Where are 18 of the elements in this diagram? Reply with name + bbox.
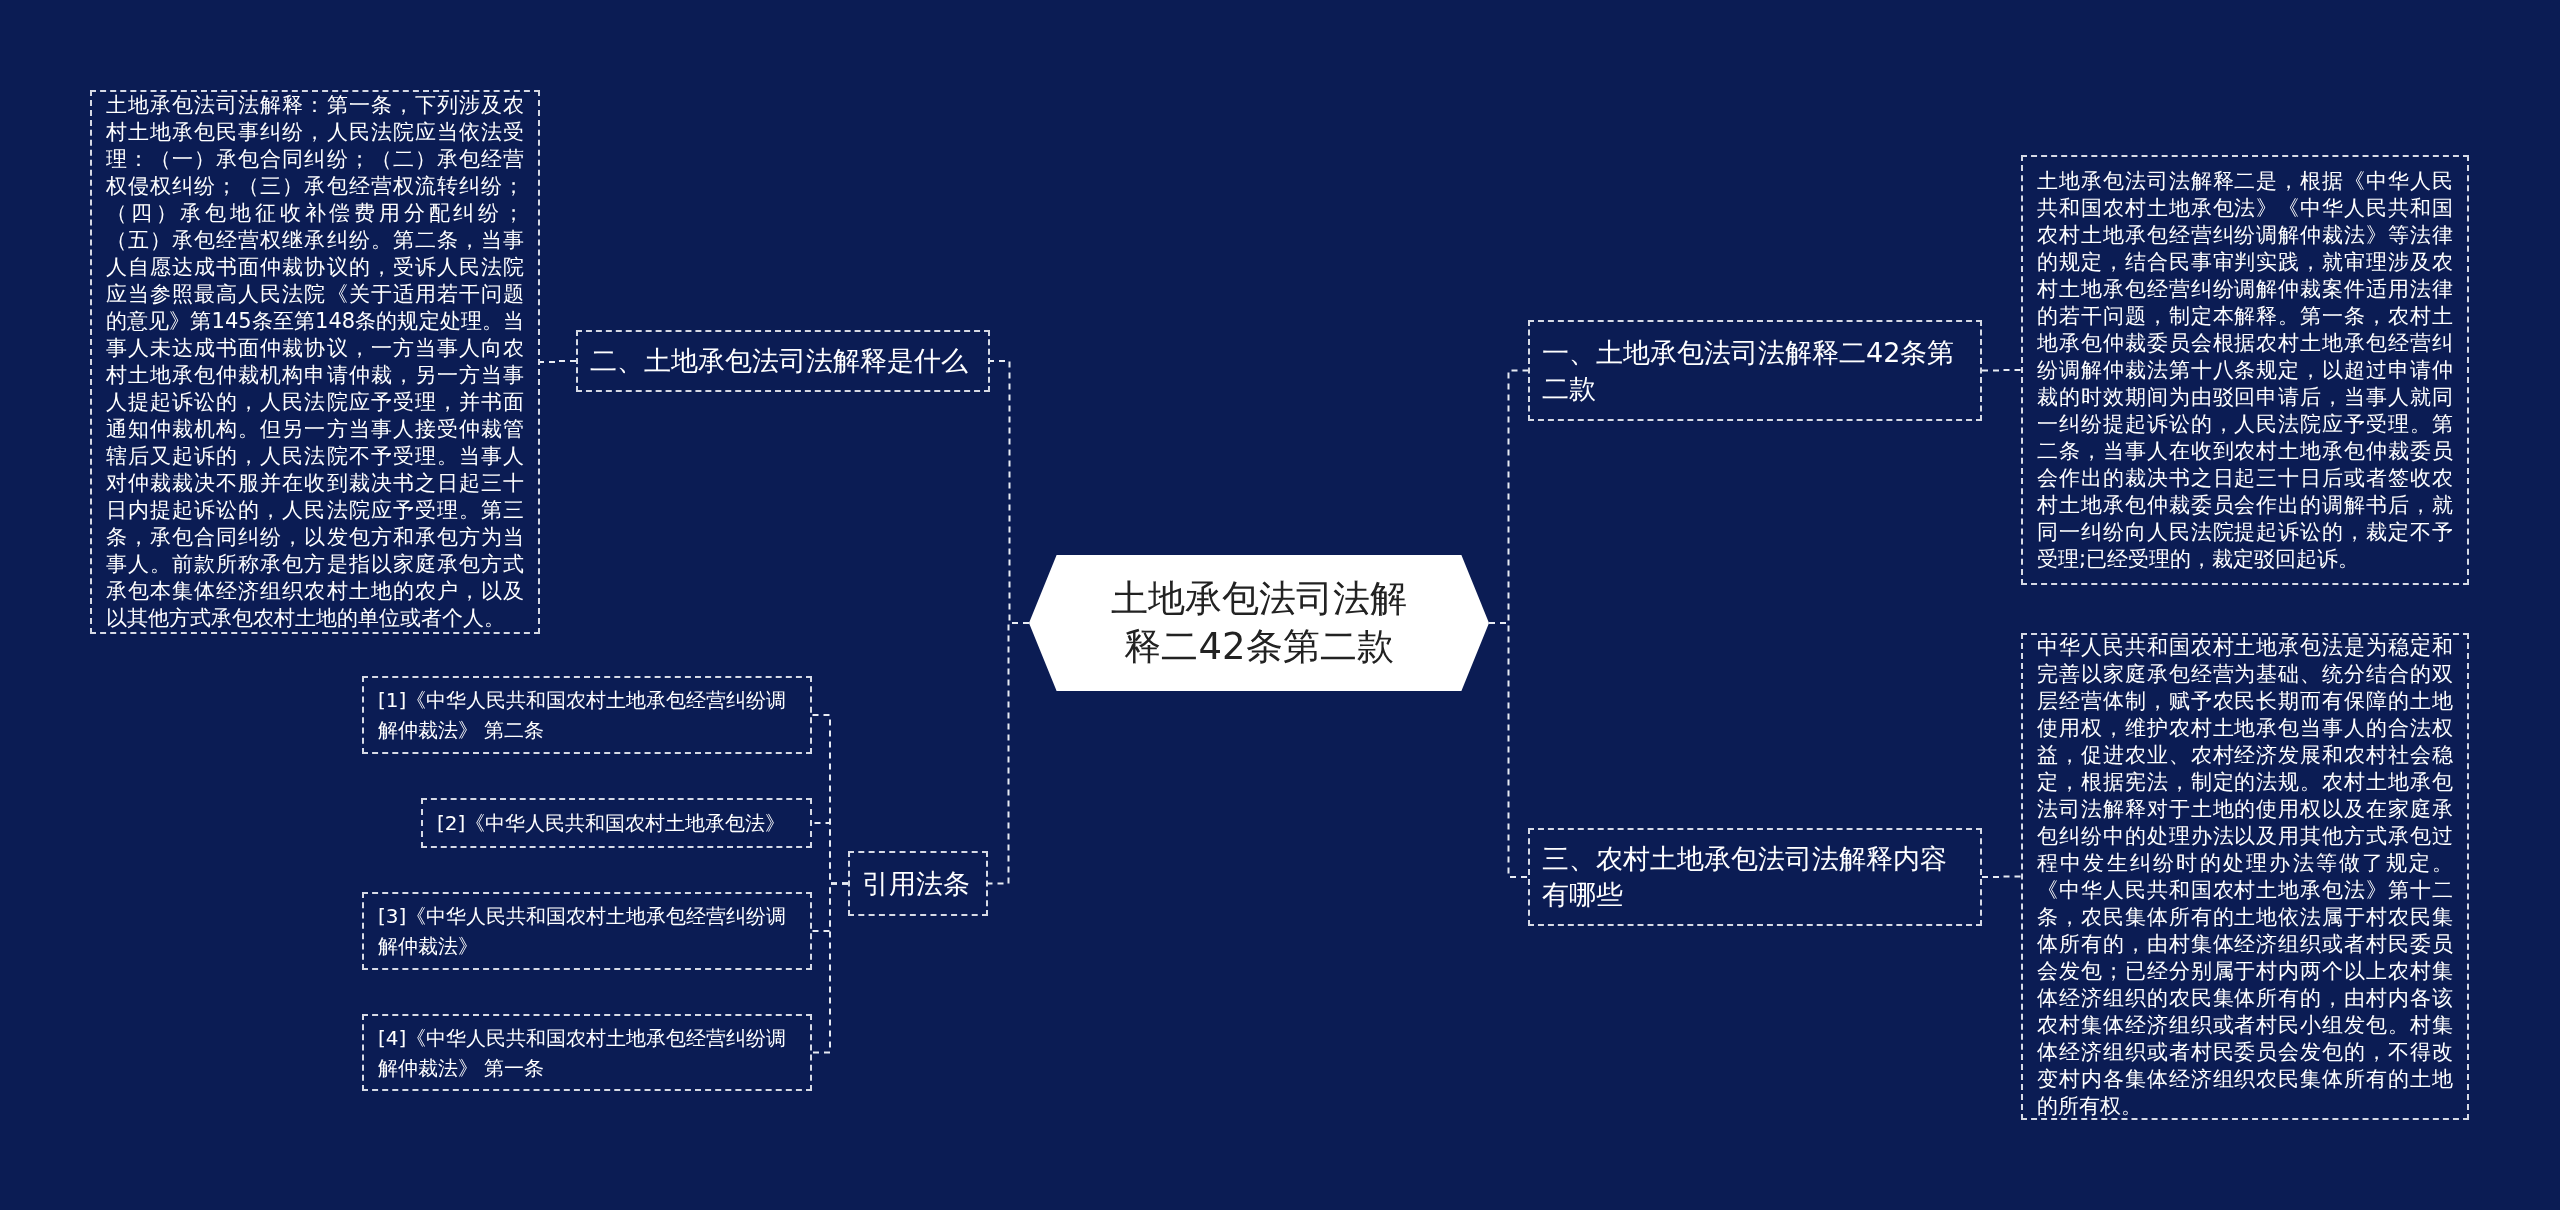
central-topic: 土地承包法司法解释二42条第二款 bbox=[1029, 555, 1489, 691]
text-box: 土地承包法司法解释：第一条，下列涉及农村土地承包民事纠纷，人民法院应当依法受理：（一）承包合同纠纷；（二）承包经营权侵权纠纷；（三）承包经营权流转纠纷；（四）承包地征收补偿费用分配纠纷；（五）承包经营权继承纠纷。第二条，当事人自愿达成书面仲裁协议的，受诉人民法院应当参照最高人民法院《关于适用若干问题的意见》第145条至第148条的规定处理。当事人未达成书面仲裁协议，一方当事人向农村土地承包仲裁机构申请仲裁，另一方当事人提起诉讼的，人民法院应予受理，并书面通知仲裁机构。但另一方当事人接受仲裁管辖后又起诉的，人民法院不予受理。当事人对仲裁裁决不服并在收到裁决书之日起三十日内提起诉讼的，人民法院应予受理。第三条，承包合同纠纷，以发包方和承包方为当事人。前款所称承包方是指以家庭承包方式承包本集体经济组织农村土地的农户，以及以其他方式承包农村土地的单位或者个人。 bbox=[90, 90, 540, 634]
topic-box: 一、土地承包法司法解释二42条第二款 bbox=[1528, 320, 1982, 421]
text-box: 中华人民共和国农村土地承包法是为稳定和完善以家庭承包经营为基础、统分结合的双层经营体制，赋予农民长期而有保障的土地使用权，维护农村土地承包当事人的合法权益，促进农业、农村经济发展和农村社会稳定，根据宪法，制定的法规。农村土地承包法司法解释对于土地的使用权以及在家庭承包纠纷中的处理办法以及用其他方式承包过程中发生纠纷时的处理办法等做了规定。《中华人民共和国农村土地承包法》第十二条，农民集体所有的土地依法属于村农民集体所有的，由村集体经济组织或者村民委员会发包；已经分别属于村内两个以上农村集体经济组织的农民集体所有的，由村内各该农村集体经济组织或者村民小组发包。村集体经济组织或者村民委员会发包的，不得改变村内各集体经济组织农民集体所有的土地的所有权。 bbox=[2021, 633, 2469, 1120]
connector bbox=[539, 360, 577, 363]
connector bbox=[811, 882, 849, 1054]
connector bbox=[1981, 369, 2022, 372]
connector bbox=[987, 622, 1030, 885]
reference-box: [2]《中华人民共和国农村土地承包法》 bbox=[421, 798, 812, 848]
topic-box: 二、土地承包法司法解释是什么 bbox=[576, 330, 990, 392]
reference-box: [1]《中华人民共和国农村土地承包经营纠纷调解仲裁法》 第二条 bbox=[362, 676, 812, 754]
reference-box: [4]《中华人民共和国农村土地承包经营纠纷调解仲裁法》 第一条 bbox=[362, 1014, 812, 1091]
connector bbox=[1981, 875, 2022, 878]
connector bbox=[1488, 622, 1529, 878]
topic-box: 三、农村土地承包法司法解释内容有哪些 bbox=[1528, 828, 1982, 926]
text-box: 土地承包法司法解释二是，根据《中华人民共和国农村土地承包法》《中华人民共和国农村土地承包经营纠纷调解仲裁法》等法律的规定，结合民事审判实践，就审理涉及农村土地承包经营纠纷调解仲裁案件适用法律的若干问题，制定本解释。第一条，农村土地承包仲裁委员会根据农村土地承包经营纠纷调解仲裁法第十八条规定，以超过申请仲裁的时效期间为由驳回申请后，当事人就同一纠纷提起诉讼的，人民法院应予受理。第二条，当事人在收到农村土地承包仲裁委员会作出的裁决书之日起三十日后或者签收农村土地承包仲裁委员会作出的调解书后，就同一纠纷向人民法院提起诉讼的，裁定不予受理;已经受理的，裁定驳回起诉。 bbox=[2021, 155, 2469, 585]
reference-box: [3]《中华人民共和国农村土地承包经营纠纷调解仲裁法》 bbox=[362, 892, 812, 970]
topic-box: 引用法条 bbox=[848, 851, 988, 916]
